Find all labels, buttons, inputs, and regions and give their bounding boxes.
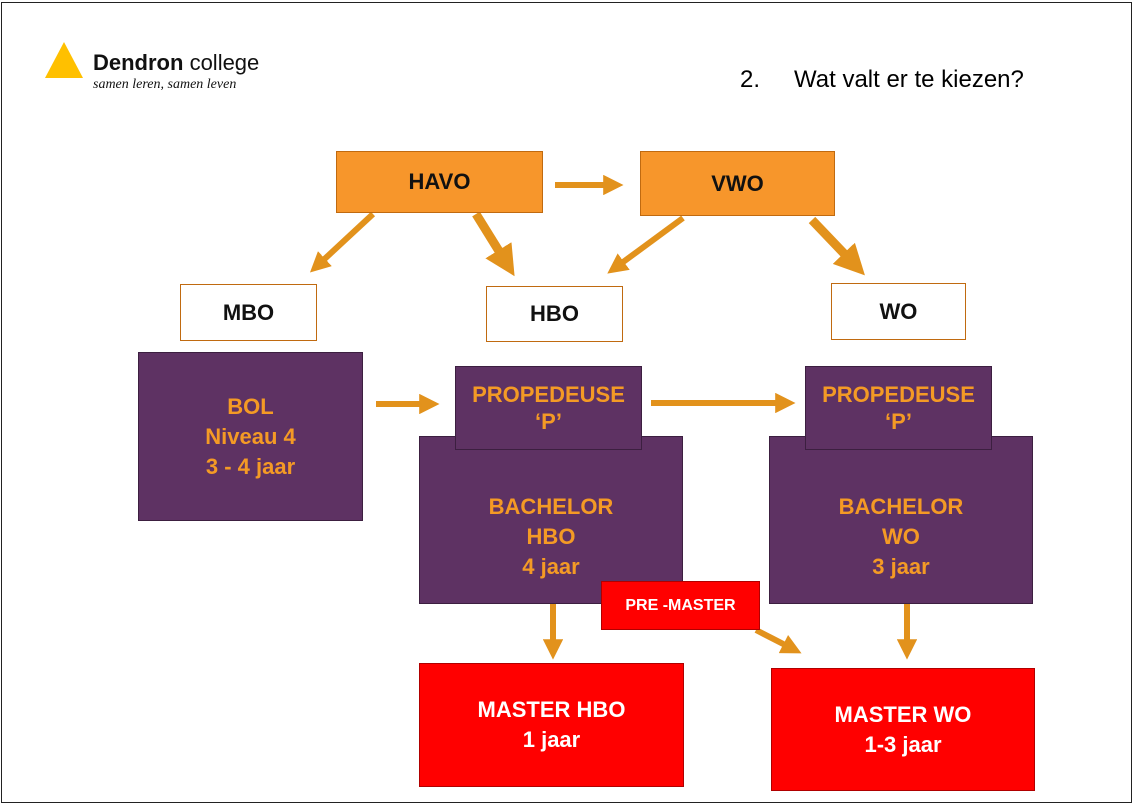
title-text: Wat valt er te kiezen?: [794, 66, 1024, 93]
master-wo-label: MASTER WO 1-3 jaar: [834, 701, 972, 757]
hbo-box: HBO: [486, 286, 623, 342]
arrow-premaster-master-wo: [754, 627, 802, 654]
master-wo-box: MASTER WO 1-3 jaar: [771, 668, 1035, 791]
pre-master-label: PRE -MASTER: [625, 596, 736, 614]
master-hbo-box: MASTER HBO 1 jaar: [419, 663, 684, 787]
logo-brand-rest: college: [183, 50, 260, 75]
pre-master-box: PRE -MASTER: [601, 581, 760, 630]
havo-label: HAVO: [408, 169, 471, 194]
vwo-label: VWO: [711, 170, 764, 196]
bachelor-hbo-box: BACHELOR HBO 4 jaar: [419, 436, 683, 604]
havo-box: HAVO: [336, 151, 543, 213]
arrow-vwo-hbo: [607, 215, 685, 274]
title-number: 2.: [740, 66, 761, 93]
arrow-havo-mbo: [309, 211, 376, 273]
hbo-label: HBO: [530, 301, 579, 326]
mbo-label: MBO: [222, 299, 275, 325]
logo-brand: Dendron college: [93, 50, 259, 76]
vwo-box: VWO: [640, 151, 835, 216]
logo-brand-bold: Dendron: [93, 50, 184, 75]
logo-tagline: samen leren, samen leven: [93, 77, 237, 92]
bachelor-wo-box: BACHELOR WO 3 jaar: [769, 436, 1033, 604]
bol-box: BOL Niveau 4 3 - 4 jaar: [138, 352, 363, 521]
bol-label: BOL Niveau 4 3 - 4 jaar: [205, 393, 296, 479]
bachelor-hbo-label: BACHELOR HBO 4 jaar: [488, 494, 614, 579]
arrow-vwo-wo: [808, 216, 865, 276]
logo-triangle-icon: [45, 42, 83, 78]
wo-label: WO: [879, 298, 918, 324]
mbo-box: MBO: [180, 284, 317, 341]
propedeuse-hbo-label: PROPEDEUSE ‘P’: [472, 382, 625, 434]
bachelor-wo-label: BACHELOR WO 3 jaar: [838, 494, 964, 579]
propedeuse-wo-box: PROPEDEUSE ‘P’: [805, 366, 992, 450]
page-title: 2. Wat valt er te kiezen?: [740, 66, 1024, 94]
propedeuse-hbo-box: PROPEDEUSE ‘P’: [455, 366, 642, 450]
master-hbo-label: MASTER HBO 1 jaar: [477, 697, 626, 752]
propedeuse-wo-label: PROPEDEUSE ‘P’: [822, 382, 975, 434]
wo-box: WO: [831, 283, 966, 340]
arrow-havo-hbo: [472, 211, 515, 277]
